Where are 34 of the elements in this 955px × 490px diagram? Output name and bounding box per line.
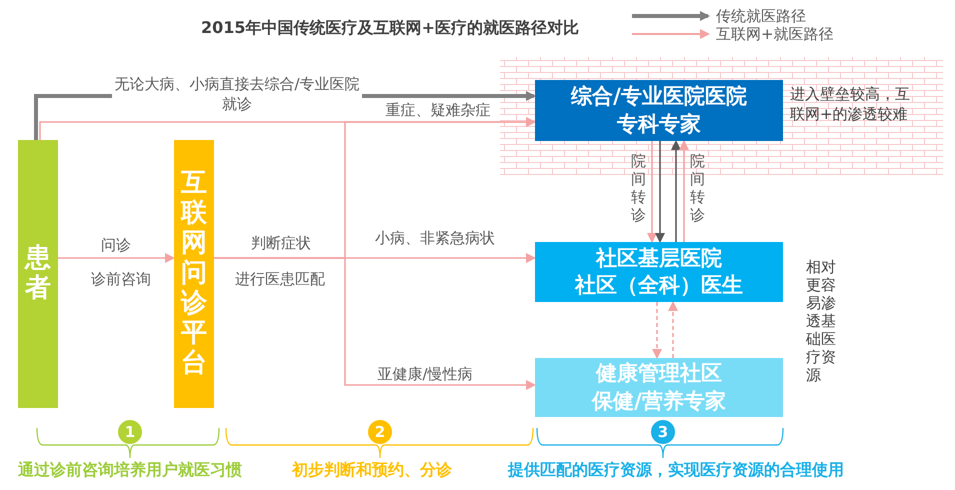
arrow [647,141,657,243]
arrow [214,257,536,390]
step-caption: 提供匹配的医疗资源，实现医疗资源的合理使用 [508,459,845,481]
node-note: 进入壁垒较高，互联网+的渗透较难 [790,84,911,124]
arrow [671,140,681,242]
annotation-text: 判断症状 [250,233,312,254]
step-number: 2 [368,420,392,444]
edge-label: 无论大病、小病直接去综合/专业医院就诊 [112,74,362,114]
step-caption: 初步判断和预约、分诊 [292,459,453,481]
arrow [58,253,175,263]
legend-label: 传统就医路径 [716,7,806,25]
step-number: 3 [651,420,675,444]
step-caption: 通过诊前咨询培养用户就医习惯 [18,459,243,481]
platform-bar: 互联网问诊平台 [174,140,214,408]
arrow [668,301,678,358]
arrow [679,140,689,242]
edge-label: 亚健康/慢性病 [376,364,474,384]
edge-label: 小病、非紧急病状 [374,228,496,248]
hospital-box: 综合/专业医院医院 专科专家 [535,80,783,141]
patient-bar: 患者 [18,140,58,408]
legend-label: 互联网+就医路径 [716,25,834,43]
edge-label: 重症、疑难杂症 [384,100,492,120]
annotation-text: 进行医患匹配 [234,269,326,290]
step-number: 1 [118,420,142,444]
node-note: 相对更容易渗透基础医疗资源 [806,258,837,384]
title: 2015年中国传统医疗及互联网+医疗的就医路径对比 [200,17,580,39]
annotation-text: 问诊 [100,235,132,256]
annotation-text: 诊前咨询 [90,269,152,290]
edge-label: 院间转诊 [631,152,647,224]
arrow [655,141,665,243]
arrow [652,302,662,359]
health-management-box: 健康管理社区 保健/营养专家 [535,358,783,417]
community-hospital-box: 社区基层医院 社区（全科）医生 [535,242,783,302]
edge-label: 院间转诊 [690,152,706,224]
